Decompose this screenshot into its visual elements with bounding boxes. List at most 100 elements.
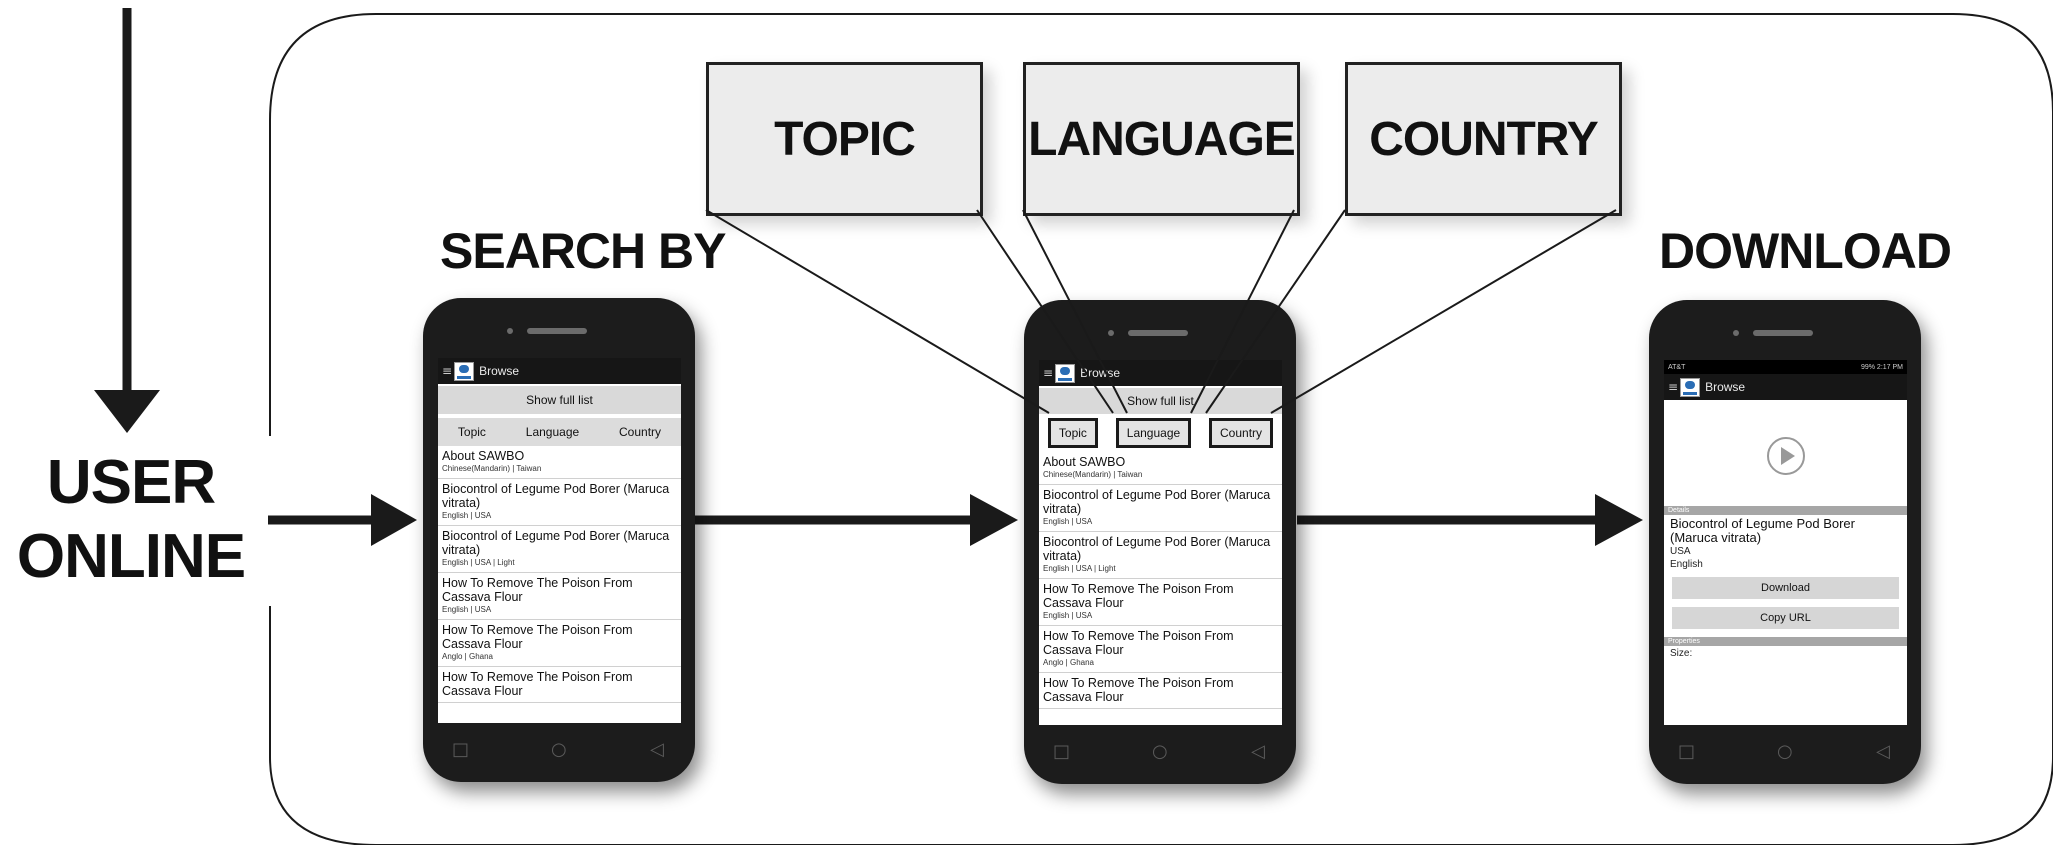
user-online-label: USER ONLINE [16, 446, 246, 594]
phone-download: AT&T 99% 2:17 PM ≡ Browse Details Biocon… [1649, 300, 1921, 784]
list-item-meta: Chinese(Mandarin) | Taiwan [1043, 470, 1143, 479]
app-bar: ≡ Browse [1039, 360, 1282, 386]
flow-frame [269, 13, 2053, 845]
list-item[interactable]: How To Remove The Poison From Cassava Fl… [438, 620, 681, 667]
list-item[interactable]: Biocontrol of Legume Pod Borer (Maruca v… [438, 526, 681, 573]
copy-url-button[interactable]: Copy URL [1672, 607, 1899, 629]
menu-icon[interactable]: ≡ [1043, 366, 1054, 380]
show-full-list-button[interactable]: Show full list [438, 386, 681, 414]
list-item-meta: Anglo | Ghana [1043, 658, 1095, 667]
list-item-title: About SAWBO [442, 449, 525, 463]
list-item-title: How To Remove The Poison From Cassava Fl… [1043, 582, 1234, 610]
status-bar: AT&T 99% 2:17 PM [1664, 360, 1907, 374]
properties-section-bar: Properties [1664, 637, 1907, 646]
list-item[interactable]: How To Remove The Poison From Cassava Fl… [1039, 579, 1282, 626]
back-icon[interactable]: ◁ [1876, 741, 1890, 762]
list-item-title: Biocontrol of Legume Pod Borer (Maruca v… [442, 482, 670, 510]
phone-nav-bar: □ ○ ◁ [1649, 726, 1921, 784]
phone-camera [1108, 330, 1114, 336]
detail-title: Biocontrol of Legume Pod Borer (Maruca v… [1670, 516, 1855, 545]
list-item-title: How To Remove The Poison From Cassava Fl… [442, 623, 633, 651]
tab-country[interactable]: Country [619, 425, 662, 439]
tab-country[interactable]: Country [1209, 418, 1274, 448]
user-online-line-2: ONLINE [16, 522, 246, 591]
app-title: Browse [479, 364, 520, 378]
list-item-meta: English | USA [1043, 611, 1093, 620]
list-item[interactable]: How To Remove The Poison From Cassava Fl… [438, 667, 681, 703]
phone-speaker [1128, 330, 1188, 336]
detail-country: USA [1670, 546, 1691, 557]
callout-topic: TOPIC [706, 62, 983, 216]
list-item[interactable]: Biocontrol of Legume Pod Borer (Maruca v… [1039, 485, 1282, 532]
phone-nav-bar: □ ○ ◁ [423, 724, 695, 782]
recent-apps-icon[interactable]: □ [1053, 741, 1071, 762]
app-title: Browse [1080, 366, 1121, 380]
callout-language: LANGUAGE [1023, 62, 1300, 216]
app-logo-icon [1680, 377, 1701, 397]
phone-speaker [527, 328, 587, 334]
list-item[interactable]: How To Remove The Poison From Cassava Fl… [438, 573, 681, 620]
download-button[interactable]: Download [1672, 577, 1899, 599]
menu-icon[interactable]: ≡ [1668, 380, 1679, 394]
app-title: Browse [1705, 380, 1746, 394]
tab-topic[interactable]: Topic [457, 425, 486, 439]
arrow-2-head [970, 494, 1018, 546]
tab-language[interactable]: Language [1115, 418, 1192, 448]
phone-camera [1733, 330, 1739, 336]
recent-apps-icon[interactable]: □ [1678, 741, 1696, 762]
download-label: DOWNLOAD [1659, 223, 1952, 279]
phone-search-filters: ≡ Browse Show full list Topic Language C… [1024, 300, 1296, 784]
filter-tabs: Topic Language Country [1039, 414, 1282, 452]
list-item[interactable]: Biocontrol of Legume Pod Borer (Maruca v… [1039, 532, 1282, 579]
home-icon[interactable]: ○ [551, 739, 567, 760]
menu-icon[interactable]: ≡ [442, 364, 453, 378]
list-item-meta: English | USA | Light [1043, 564, 1116, 573]
home-icon[interactable]: ○ [1152, 741, 1168, 762]
home-icon[interactable]: ○ [1777, 741, 1793, 762]
app-logo-icon [1055, 363, 1076, 383]
browse-screen: ≡ Browse Show full list Topic Language C… [438, 358, 681, 723]
status-right: 99% 2:17 PM [1860, 363, 1903, 371]
list-item-meta: English | USA [1043, 517, 1093, 526]
recent-apps-icon[interactable]: □ [452, 739, 470, 760]
list-item-title: How To Remove The Poison From Cassava Fl… [442, 670, 633, 698]
phone-nav-bar: □ ○ ◁ [1024, 726, 1296, 784]
list-item-title: How To Remove The Poison From Cassava Fl… [1043, 629, 1234, 657]
user-online-line-1: USER [46, 448, 216, 517]
app-bar: ≡ Browse [438, 358, 681, 384]
tab-topic[interactable]: Topic [1047, 418, 1098, 448]
phone-speaker [1753, 330, 1813, 336]
list-item-meta: English | USA [442, 605, 492, 614]
app-bar: ≡ Browse [1664, 374, 1907, 400]
video-preview [1664, 400, 1907, 506]
filter-tabs: Topic Language Country [438, 418, 681, 446]
show-full-list-button[interactable]: Show full list [1039, 388, 1282, 414]
list-item-meta: Chinese(Mandarin) | Taiwan [442, 464, 542, 473]
list-item-title: How To Remove The Poison From Cassava Fl… [442, 576, 633, 604]
detail-language: English [1670, 559, 1703, 570]
tab-language[interactable]: Language [525, 425, 580, 439]
details-section-bar: Details [1664, 506, 1907, 515]
details-block: Biocontrol of Legume Pod Borer (Maruca v… [1664, 515, 1907, 577]
list-item[interactable]: Biocontrol of Legume Pod Borer (Maruca v… [438, 479, 681, 526]
arrow-1-head [371, 494, 417, 546]
down-arrow-head [94, 390, 160, 433]
list-item-title: Biocontrol of Legume Pod Borer (Maruca v… [1043, 488, 1271, 516]
search-by-label: SEARCH BY [440, 223, 726, 279]
list-item[interactable]: How To Remove The Poison From Cassava Fl… [1039, 673, 1282, 709]
detail-screen: AT&T 99% 2:17 PM ≡ Browse Details Biocon… [1664, 360, 1907, 725]
browse-screen-highlighted: ≡ Browse Show full list Topic Language C… [1039, 360, 1282, 725]
list-item-title: Biocontrol of Legume Pod Borer (Maruca v… [1043, 535, 1271, 563]
list-item-meta: English | USA | Light [442, 558, 515, 567]
list-item-title: Biocontrol of Legume Pod Borer (Maruca v… [442, 529, 670, 557]
play-icon[interactable] [1767, 437, 1805, 475]
back-icon[interactable]: ◁ [1251, 741, 1265, 762]
back-icon[interactable]: ◁ [650, 739, 664, 760]
phone-camera [507, 328, 513, 334]
arrow-3-head [1595, 494, 1643, 546]
size-label: Size: [1670, 648, 1693, 659]
list-item[interactable]: How To Remove The Poison From Cassava Fl… [1039, 626, 1282, 673]
